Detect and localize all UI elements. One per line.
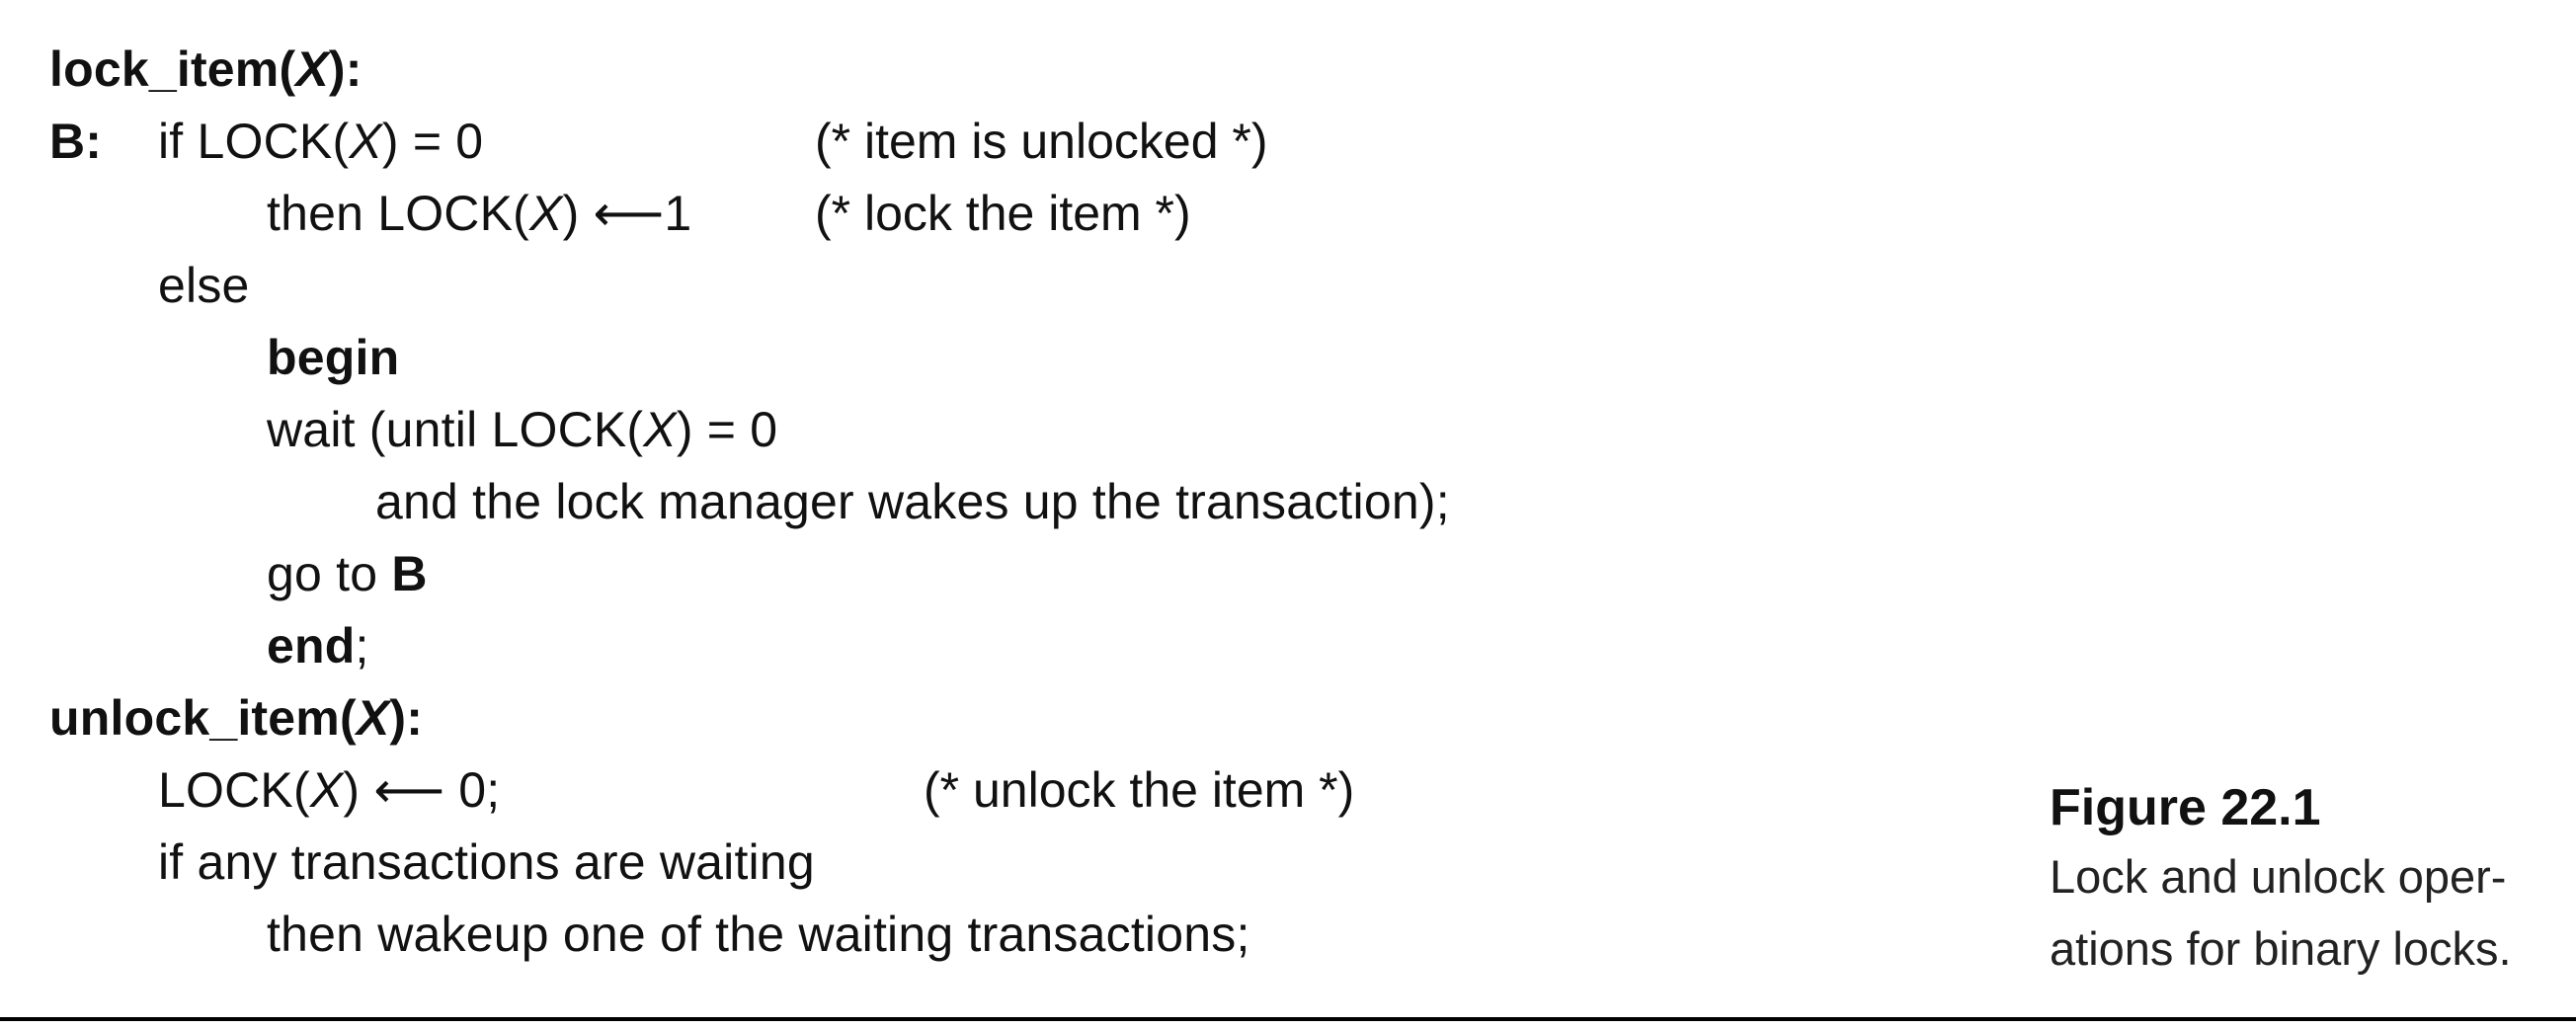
unlock-if-line: if any transactions are waiting (158, 834, 815, 890)
caption-line-2: ations for binary locks. (2050, 922, 2512, 975)
comment-item-unlocked: (* item is unlocked *) (815, 114, 1268, 169)
figure-caption: Figure 22.1 Lock and unlock oper- ations… (2050, 775, 2563, 985)
lock-item-then-line: then LOCK(X) ⟵1 (267, 184, 691, 243)
wait-rest: ) = 0 (676, 402, 778, 457)
end-semicolon: ; (355, 618, 369, 673)
unlock-lock-var: X (309, 762, 344, 818)
wait-line: wait (until LOCK(X) = 0 (267, 400, 777, 459)
figure-title: Figure 22.1 (2050, 779, 2321, 836)
if-text: if LOCK( (158, 114, 350, 169)
end-text: end (267, 618, 356, 673)
lock-item-var: X (295, 41, 329, 97)
goto-label: B (391, 546, 428, 601)
else-line: else (158, 258, 250, 313)
unlock-then-line: then wakeup one of the waiting transacti… (267, 907, 1250, 962)
lock-item-suffix: ): (328, 41, 362, 97)
unlock-item-name: unlock_item( (49, 690, 357, 746)
lock-item-header: lock_item(X): (49, 40, 362, 99)
then-rest: ) ⟵1 (562, 186, 692, 241)
bottom-rule (0, 1017, 2576, 1021)
label-b: B: (49, 114, 103, 169)
goto-text: go to (267, 546, 392, 601)
unlock-lock-rest: ) ⟵ 0; (343, 762, 501, 818)
begin-line: begin (267, 330, 400, 385)
caption-line-1: Lock and unlock oper- (2050, 850, 2507, 903)
unlock-lock-line: LOCK(X) ⟵ 0; (158, 760, 500, 820)
then-text: then LOCK( (267, 186, 530, 241)
lock-item-name: lock_item( (49, 41, 296, 97)
and-line: and the lock manager wakes up the transa… (375, 474, 1450, 529)
if-var: X (349, 114, 382, 169)
wait-var: X (643, 402, 677, 457)
comment-unlock-item: (* unlock the item *) (924, 762, 1355, 818)
lock-item-if-line: if LOCK(X) = 0 (158, 112, 483, 171)
wait-text: wait (until LOCK( (267, 402, 644, 457)
if-rest: ) = 0 (381, 114, 484, 169)
pseudocode-block: lock_item(X): B: if LOCK(X) = 0 (* item … (49, 40, 1450, 962)
goto-line: go to B (267, 544, 428, 603)
unlock-item-suffix: ): (389, 690, 424, 746)
unlock-item-var: X (356, 690, 390, 746)
unlock-item-header: unlock_item(X): (49, 688, 423, 748)
comment-lock-item: (* lock the item *) (815, 186, 1191, 241)
end-line: end; (267, 616, 369, 675)
then-var: X (529, 186, 563, 241)
unlock-lock-text: LOCK( (158, 762, 310, 818)
